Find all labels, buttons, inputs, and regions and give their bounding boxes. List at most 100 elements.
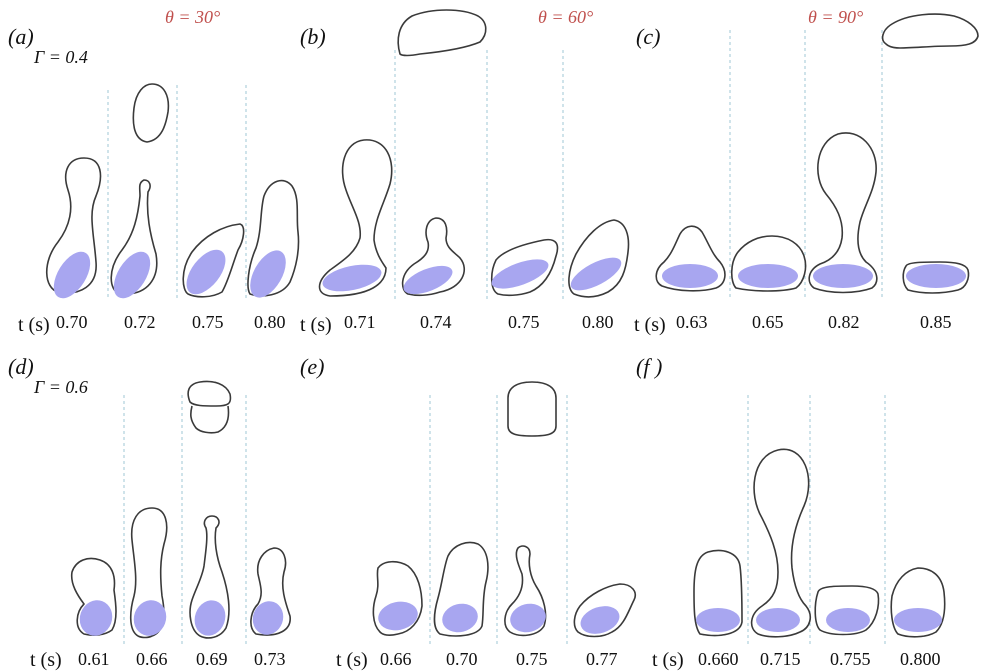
panel-label-a: (a)	[8, 24, 34, 49]
panel-d-drops	[70, 380, 291, 639]
patch	[491, 259, 549, 289]
drop-outline	[70, 557, 117, 636]
time-value: 0.80	[254, 312, 286, 332]
drop-outline	[250, 547, 291, 636]
time-label-c: t (s)	[634, 314, 666, 336]
drop-outline	[372, 560, 423, 637]
patch	[79, 600, 113, 636]
panel-e-drops	[372, 381, 636, 638]
drop-outline	[189, 515, 230, 639]
drop-outline	[814, 585, 880, 636]
time-value: 0.69	[196, 649, 228, 669]
time-value: 0.66	[136, 649, 168, 669]
time-label-a: t (s)	[18, 314, 50, 336]
drop-outline	[46, 157, 102, 294]
drop-outline	[808, 132, 878, 294]
patch	[510, 603, 546, 633]
patch	[813, 264, 873, 288]
patch	[252, 601, 284, 635]
time-value: 0.65	[752, 312, 784, 332]
angle-label-c: θ = 90°	[808, 7, 864, 27]
time-value: 0.70	[446, 649, 478, 669]
time-value: 0.72	[124, 312, 156, 332]
time-value: 0.63	[676, 312, 708, 332]
time-value: 0.80	[582, 312, 614, 332]
patch	[378, 601, 418, 631]
patch	[194, 600, 226, 636]
time-value: 0.77	[586, 649, 618, 669]
time-value: 0.71	[344, 312, 376, 332]
angle-label-a: θ = 30°	[165, 7, 221, 27]
patch	[186, 249, 226, 295]
time-value: 0.660	[698, 649, 739, 669]
time-value: 0.75	[508, 312, 540, 332]
drop-outline	[568, 219, 630, 298]
drop-outline	[655, 225, 726, 292]
drop-outline	[401, 217, 465, 297]
patch	[250, 250, 286, 298]
drop-outline	[247, 179, 300, 297]
patch	[403, 265, 453, 295]
patch	[826, 608, 870, 632]
drop-outline	[750, 448, 812, 638]
drop-outline	[573, 583, 636, 638]
patch	[570, 257, 622, 291]
drop-outline	[693, 549, 743, 637]
patch	[906, 264, 966, 288]
panel-a-drops	[46, 83, 300, 298]
time-value: 0.74	[420, 312, 452, 332]
gamma-label-bottom: Γ = 0.6	[34, 377, 88, 397]
drop-outline	[490, 238, 559, 297]
time-label-e: t (s)	[336, 649, 368, 671]
gamma-label-top: Γ = 0.4	[34, 47, 88, 67]
time-value: 0.75	[516, 649, 548, 669]
patch	[580, 606, 620, 634]
contact-patches	[53, 249, 966, 636]
time-value: 0.800	[900, 649, 941, 669]
patch	[53, 251, 91, 299]
drop-outline	[318, 139, 393, 297]
patch	[113, 251, 151, 299]
panel-b-drops	[318, 9, 630, 298]
patch	[662, 264, 718, 288]
drop-outline	[890, 567, 946, 638]
panel-label-f: (f )	[636, 354, 663, 379]
drop-outline	[902, 261, 970, 294]
panel-label-c: (c)	[636, 24, 661, 49]
drop-outline	[504, 545, 547, 637]
detached-drop	[132, 83, 170, 143]
panel-f-drops	[693, 448, 946, 638]
patch	[756, 608, 800, 632]
detached-drop	[397, 9, 487, 57]
drop-outline	[110, 179, 158, 295]
time-value: 0.755	[830, 649, 871, 669]
time-value: 0.75	[192, 312, 224, 332]
time-label-b: t (s)	[300, 314, 332, 336]
time-value: 0.61	[78, 649, 110, 669]
panel-label-d: (d)	[8, 354, 34, 379]
patch	[442, 603, 478, 633]
drop-outline	[129, 507, 168, 639]
patch	[738, 264, 798, 288]
detached-drop	[881, 13, 979, 49]
time-label-f: t (s)	[652, 649, 684, 671]
angle-label-b: θ = 60°	[538, 7, 594, 27]
panel-label-b: (b)	[300, 24, 326, 49]
patch	[133, 600, 167, 636]
drop-outline	[182, 223, 245, 298]
panel-label-e: (e)	[300, 354, 325, 379]
panel-c-drops	[655, 13, 979, 294]
drop-outline	[433, 541, 489, 637]
time-value: 0.70	[56, 312, 88, 332]
patch	[894, 608, 942, 632]
time-label-d: t (s)	[30, 649, 62, 671]
time-value: 0.715	[760, 649, 801, 669]
patch	[696, 608, 740, 632]
dividers	[107, 30, 886, 645]
detached-drop	[187, 380, 232, 434]
time-value: 0.73	[254, 649, 286, 669]
detached-drop	[507, 381, 557, 437]
time-value: 0.85	[920, 312, 952, 332]
time-value: 0.66	[380, 649, 412, 669]
